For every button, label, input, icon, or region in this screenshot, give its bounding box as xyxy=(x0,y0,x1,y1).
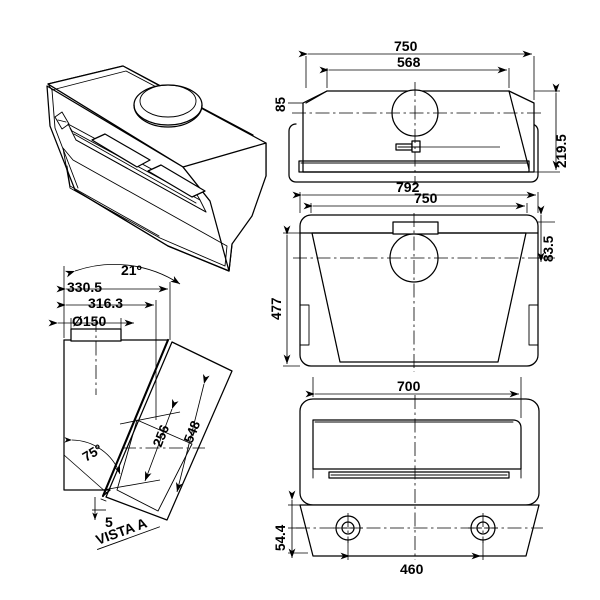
label-bottom-700: 700 xyxy=(397,378,421,394)
dim-line-548 xyxy=(176,373,210,493)
ext-256-bottom xyxy=(102,479,161,491)
front-valve-head xyxy=(411,140,421,153)
label-548: 548 xyxy=(181,418,204,445)
section-lip-edge xyxy=(100,498,107,502)
rear-elevation-view: 792 750 477 83.5 xyxy=(269,179,556,372)
dim-line-256 xyxy=(144,398,179,482)
isometric-hood-view xyxy=(46,65,267,272)
vista-a-underline xyxy=(97,526,160,550)
section-angle-21-arc xyxy=(64,263,181,285)
label-angle-75: 75º xyxy=(80,441,105,464)
front-outer-rail xyxy=(288,123,539,183)
label-256: 256 xyxy=(150,422,173,449)
bottom-handle-bar xyxy=(328,471,510,479)
iso-bottom-lip-right xyxy=(228,243,233,272)
label-bottom-54-4: 54.4 xyxy=(273,524,288,551)
label-vista-a: VISTA A xyxy=(94,515,149,548)
section-panel-outline xyxy=(105,341,233,521)
iso-bottom-lip xyxy=(74,189,230,272)
section-inclined-panel xyxy=(101,338,170,498)
iso-glass-panel xyxy=(62,147,228,267)
section-side-view: 75º 21º 330.5 316.3 Ø150 256 548 5 xyxy=(48,262,233,550)
bottom-filter-tabs xyxy=(312,468,522,479)
label-angle-21: 21º xyxy=(121,262,142,278)
label-bottom-460: 460 xyxy=(400,561,424,577)
label-front-219-5: 219.5 xyxy=(554,134,569,168)
label-dia-150: Ø150 xyxy=(72,313,106,329)
bottom-plan-view: 700 460 54.4 xyxy=(273,377,543,577)
rear-duct-collar xyxy=(392,221,439,235)
label-rear-477: 477 xyxy=(269,297,284,320)
iso-filter-handle-right xyxy=(147,164,206,198)
iso-blower-inner-ellipse xyxy=(139,84,197,118)
front-right-crease xyxy=(508,90,530,170)
label-330-5: 330.5 xyxy=(67,279,102,295)
iso-right-side-face xyxy=(182,142,267,272)
label-rear-83-5: 83.5 xyxy=(541,235,556,262)
label-rear-792: 792 xyxy=(396,179,420,195)
iso-blower-top-ellipse xyxy=(133,84,203,126)
label-rear-750: 750 xyxy=(414,190,438,206)
iso-left-notch xyxy=(54,111,70,130)
label-front-750: 750 xyxy=(394,38,418,54)
bottom-mount-hole-right xyxy=(468,513,498,543)
rear-left-tab xyxy=(299,304,310,346)
ext-256-top xyxy=(119,411,181,425)
label-316-3: 316.3 xyxy=(88,295,123,311)
section-angle-75-arc xyxy=(64,437,121,475)
front-filter-strip xyxy=(298,160,530,173)
iso-filter-handle-left xyxy=(91,133,151,168)
iso-left-flange xyxy=(47,83,79,189)
iso-filter-slot-line1 xyxy=(73,133,197,204)
iso-filter-band-line xyxy=(75,139,207,213)
label-5: 5 xyxy=(105,514,113,530)
vista-a-annotation: VISTA A xyxy=(94,515,160,550)
front-elevation-view: 750 568 85 219.5 xyxy=(273,38,569,185)
rear-right-tab xyxy=(528,304,539,346)
label-front-85: 85 xyxy=(273,96,288,112)
iso-left-notch-line xyxy=(57,119,67,123)
section-back-wall xyxy=(63,339,111,491)
bottom-filter-frame xyxy=(312,419,522,470)
front-valve-fitting xyxy=(395,140,421,153)
front-left-crease xyxy=(305,90,328,104)
iso-blower-side xyxy=(133,104,203,128)
label-front-568: 568 xyxy=(397,54,421,70)
iso-glass-panel-inner xyxy=(66,165,160,237)
